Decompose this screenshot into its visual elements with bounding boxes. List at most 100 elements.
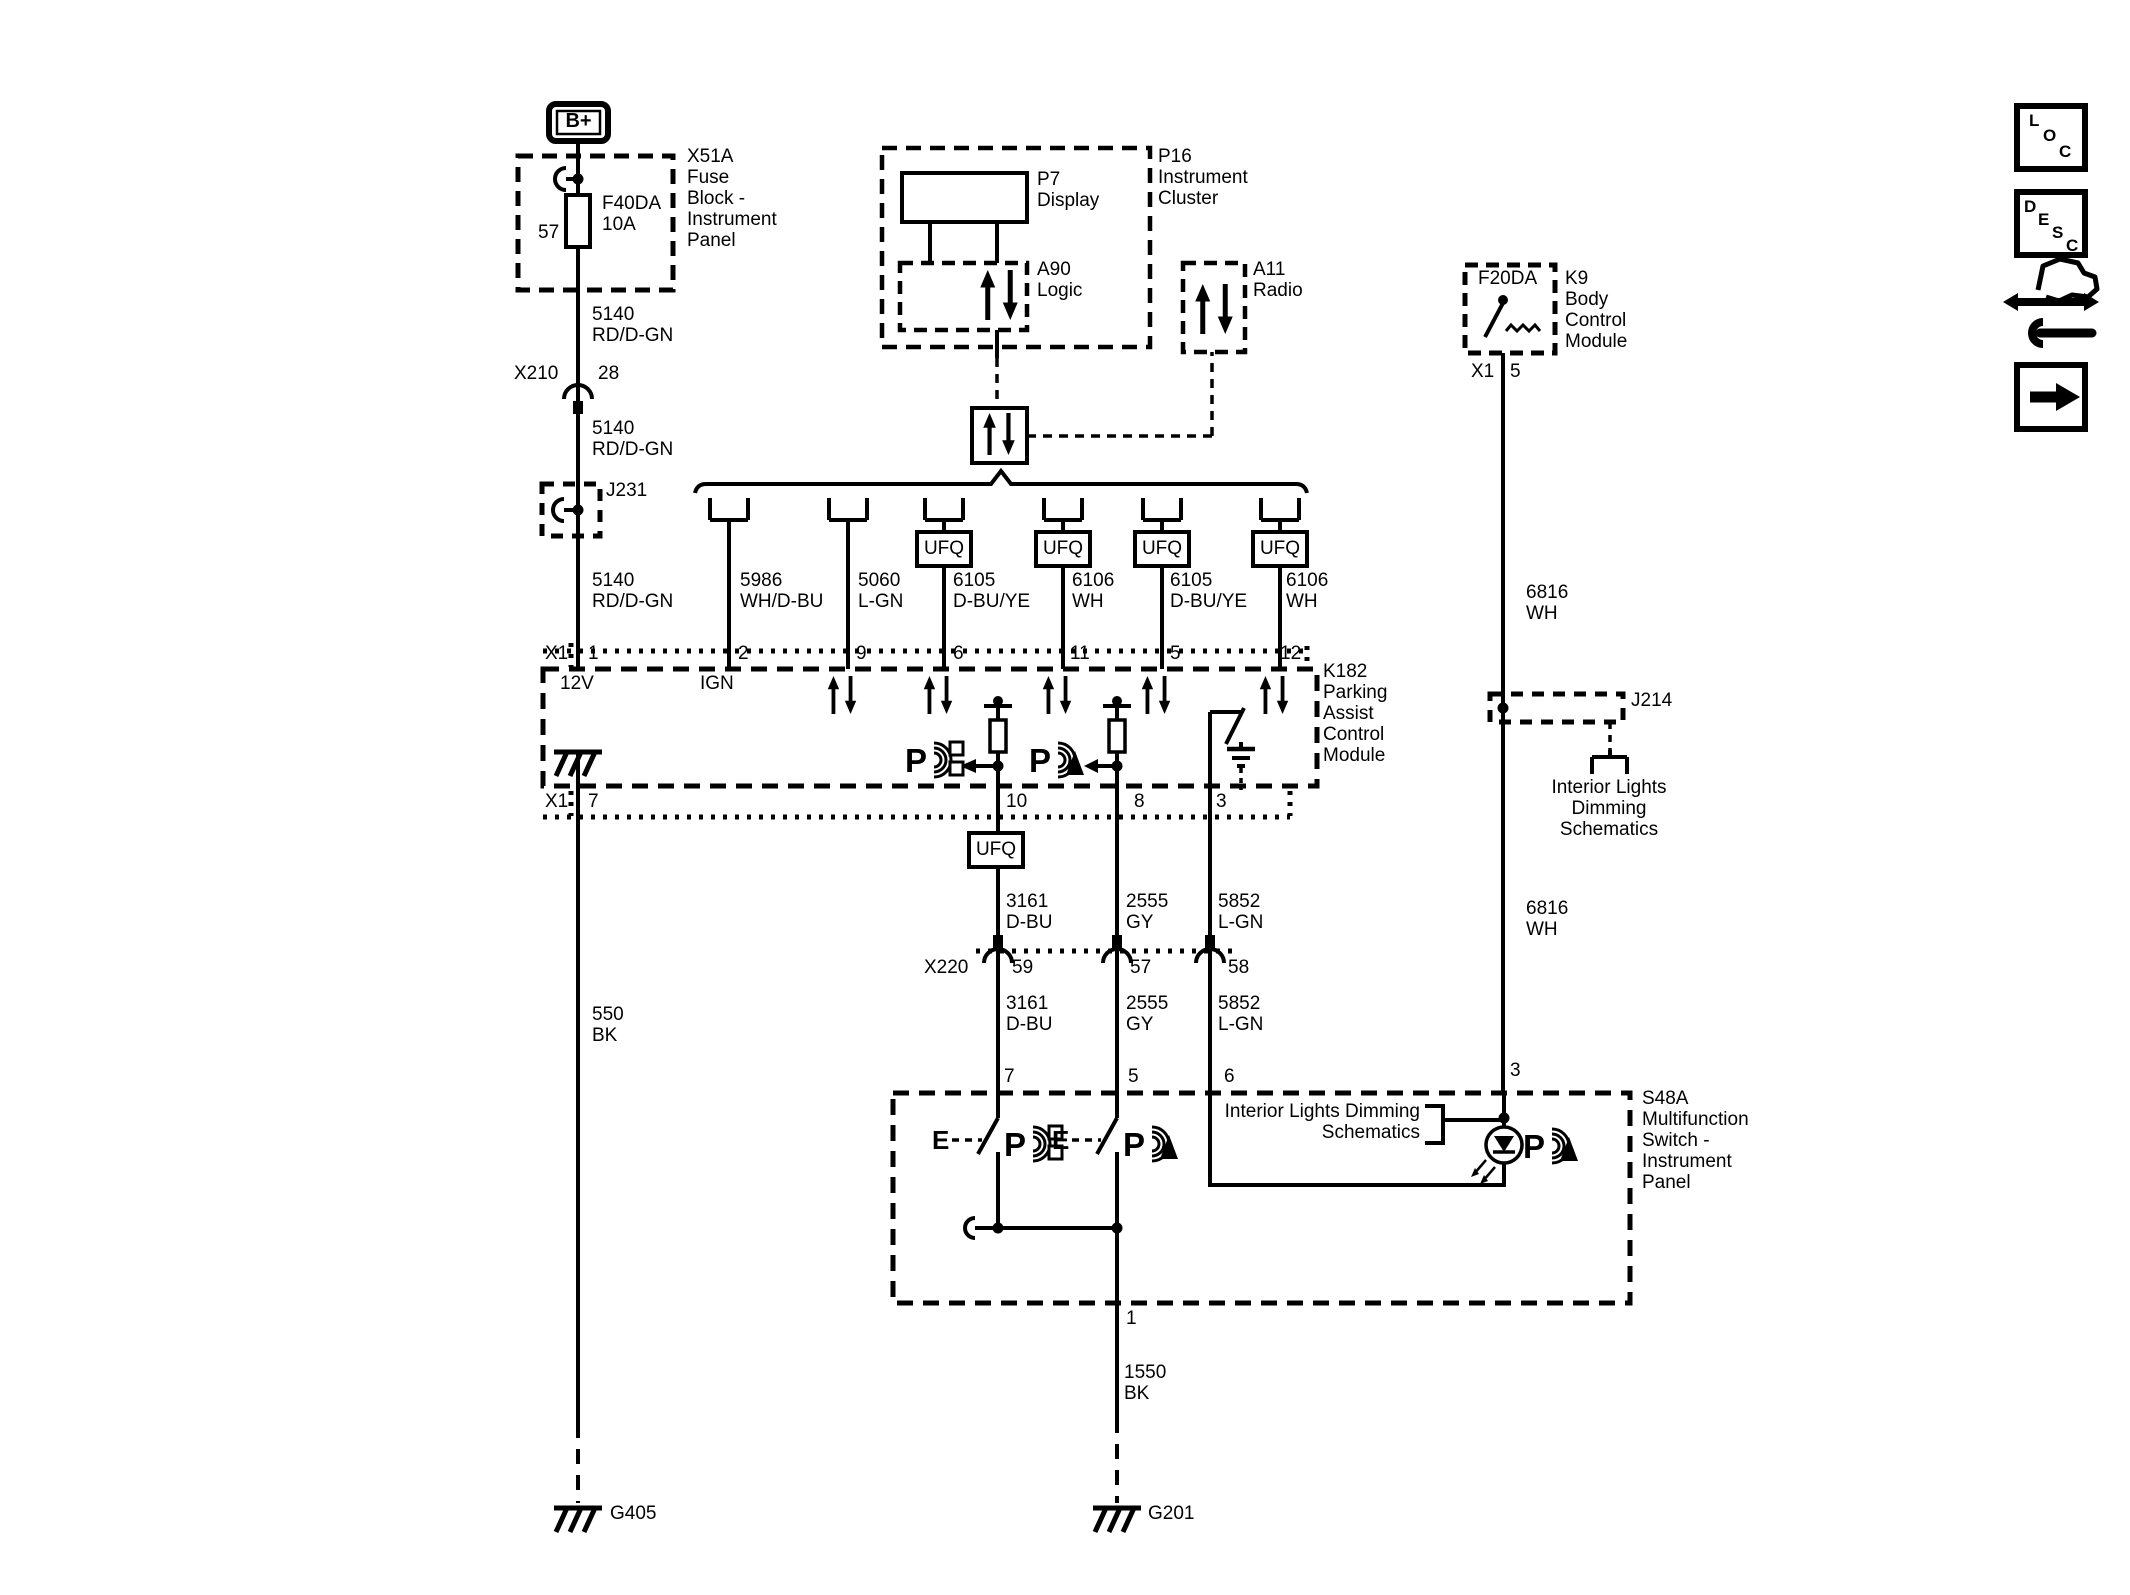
wire-label-6106: 6106 WH <box>1286 570 1329 612</box>
instrument-cluster-p16 <box>879 145 1153 350</box>
pin-8-label: 8 <box>1134 791 1145 812</box>
x210-pin-label: 28 <box>598 363 620 384</box>
p7-label: P7 Display <box>1037 169 1100 211</box>
pin-1-label: 1 <box>588 643 599 664</box>
ufq-box <box>967 831 1025 869</box>
logic-a90-box <box>897 260 1030 333</box>
loc-button-box[interactable] <box>2014 103 2088 172</box>
k182-pin3-switch-ground <box>1208 707 1255 790</box>
wire-label-550: 550 BK <box>592 1004 624 1046</box>
park-assist-p-icon: P <box>1029 742 1052 779</box>
junction-dot <box>572 173 584 185</box>
serial-data-arrows-icon <box>921 674 955 716</box>
wire-label-2555: 2555 GY <box>1126 993 1169 1035</box>
s48a-pin3-label: 3 <box>1510 1060 1521 1081</box>
j231-label: J231 <box>606 480 648 501</box>
desc-letter: D <box>2024 197 2037 216</box>
serial-gateway-box <box>970 330 1214 465</box>
solid-state-switch-icon <box>1483 302 1505 338</box>
sound-waves-icon <box>1031 1125 1052 1163</box>
desc-button-box[interactable] <box>2014 189 2088 258</box>
wire-label-5140: 5140 RD/D-GN <box>592 304 674 346</box>
switch-blade-icon <box>976 1117 1000 1155</box>
k182-12v-label: 12V <box>560 673 594 694</box>
wire-label-3161: 3161 D-BU <box>1006 891 1053 933</box>
s48a-switch-1 <box>952 1093 1000 1228</box>
s48a-pin7-label: 7 <box>1004 1066 1015 1087</box>
serial-data-arrows-icon <box>1257 674 1291 716</box>
a90-label: A90 Logic <box>1037 259 1083 301</box>
pin-3-label: 3 <box>1216 791 1227 812</box>
pin-58-label: 58 <box>1228 957 1250 978</box>
k182-driver-pin8 <box>1084 696 1131 786</box>
splice-j231 <box>539 481 603 539</box>
pin-6-label: 6 <box>953 643 964 664</box>
next-page-button[interactable] <box>2014 362 2088 432</box>
switch-blade-icon <box>1224 707 1246 745</box>
switch-blade-icon <box>1095 1117 1119 1155</box>
x1-top-label: X1 <box>545 643 569 664</box>
g201-label: G201 <box>1148 1503 1195 1524</box>
fuse-icon <box>564 193 592 249</box>
pin-57-label: 57 <box>1130 957 1152 978</box>
wire-label-1550: 1550 BK <box>1124 1362 1167 1404</box>
x220-name-label: X1X220 <box>924 957 969 978</box>
loc-letter: L <box>2029 111 2040 130</box>
fuse-f40da-label: F40DA 10A <box>602 193 662 235</box>
park-assist-p-icon: P <box>1123 1126 1146 1163</box>
schematic-ref-bracket <box>1425 1104 1445 1145</box>
connector-x220 <box>976 933 1240 965</box>
desc-letter: C <box>2066 236 2079 255</box>
desc-letter: E <box>2038 210 2050 229</box>
k182-driver-pin10 <box>960 696 1012 786</box>
wire-3161-chain <box>967 786 1025 1093</box>
k9-x1-label: X1 <box>1471 361 1495 382</box>
ground-g201-icon <box>1093 1508 1141 1532</box>
wire-label-2555: 2555 GY <box>1126 891 1169 933</box>
ufq-label: UFQ <box>975 839 1017 860</box>
wire-label-3161: 3161 D-BU <box>1006 993 1053 1035</box>
resistor-zigzag-icon <box>1504 322 1542 334</box>
s48a-label: S48A Multifunction Switch - Instrument P… <box>1642 1088 1749 1193</box>
sound-waves-icon <box>932 741 953 779</box>
display-p7-box <box>900 171 1029 224</box>
k182-module-box <box>540 643 1320 820</box>
arrow-left-icon <box>960 759 976 773</box>
k9-pin5-label: 5 <box>1510 361 1521 382</box>
ufq-label: UFQ <box>1259 538 1301 559</box>
manual-actuator-e-icon: E <box>932 1125 950 1155</box>
car-outline-icon <box>2035 256 2100 304</box>
pin-12-label: 12 <box>1280 643 1302 664</box>
arrow-left-icon <box>1084 759 1098 773</box>
serial-data-arrows-icon <box>980 270 1018 320</box>
wire-label-5852: 5852 L-GN <box>1218 891 1264 933</box>
s48a-lamp-circuit <box>1208 1093 1524 1187</box>
serial-data-arrows-icon <box>1195 284 1233 334</box>
f20da-label: F20DA <box>1478 268 1538 289</box>
pin-5-label: 5 <box>1170 643 1181 664</box>
ufq-label: UFQ <box>1042 538 1084 559</box>
wire-label-6105: 6105 D-BU/YE <box>953 570 1031 612</box>
s48a-pin6-label: 6 <box>1224 1066 1235 1087</box>
manual-actuator-e-icon: E <box>1052 1125 1070 1155</box>
loc-letter: O <box>2043 126 2057 145</box>
j214-label: J214 <box>1631 690 1673 711</box>
splice-j214 <box>1487 691 1629 774</box>
pin-2-label: 2 <box>738 643 749 664</box>
p16-label: P16 Instrument Cluster <box>1158 146 1248 209</box>
bus-hook-icon <box>963 1216 976 1240</box>
x210-label: X210 <box>514 363 559 384</box>
resistor-icon <box>1107 718 1127 754</box>
k182-ign-label: IGN <box>700 673 734 694</box>
x51a-label: X51A Fuse Block - Instrument Panel <box>687 146 777 251</box>
s48a-switch-2 <box>1072 1093 1119 1228</box>
park-assist-p-icon: P <box>1004 1126 1027 1163</box>
bplus-label: B+ <box>565 110 592 132</box>
pin-9-label: 9 <box>856 643 867 664</box>
wire-label-6816: 6816 WH <box>1526 898 1569 940</box>
repair-instructions-icon[interactable] <box>2003 256 2100 348</box>
g405-label: G405 <box>610 1503 657 1524</box>
s48a-bus <box>963 1216 1123 1303</box>
interior-lights-ref-label: Interior Lights Dimming Schematics <box>1551 777 1667 840</box>
